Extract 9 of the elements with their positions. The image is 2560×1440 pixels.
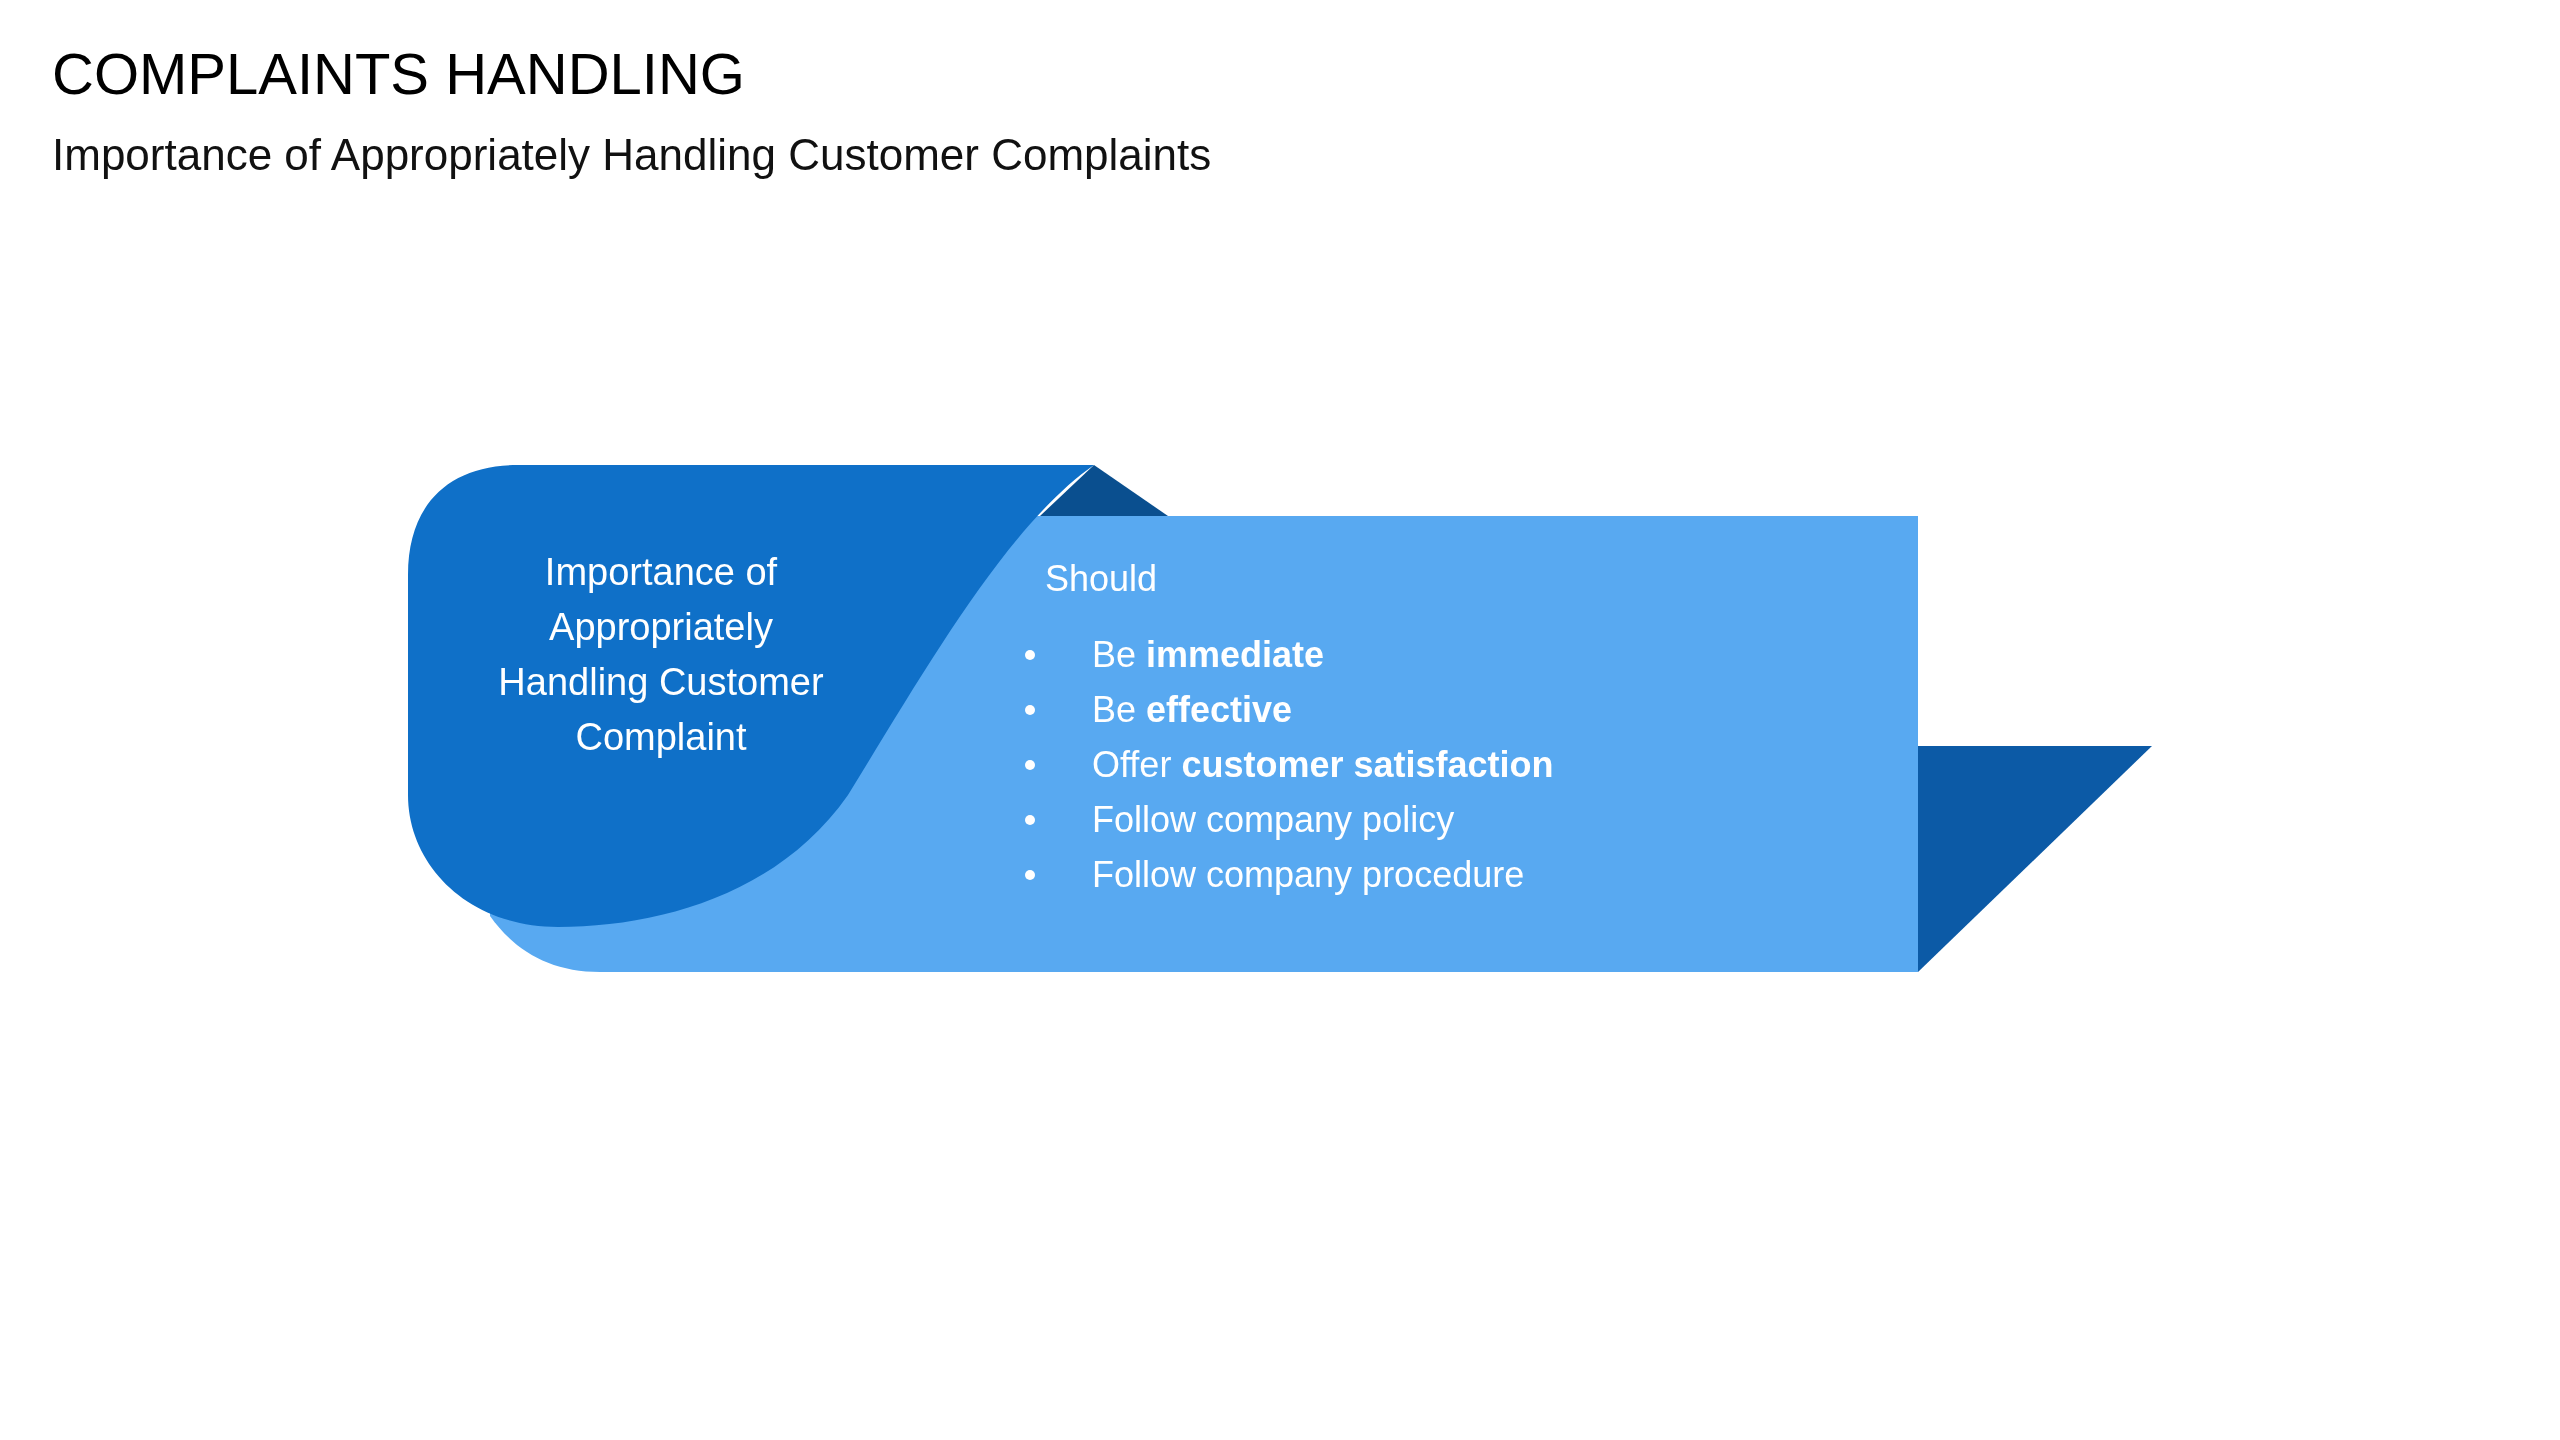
list-item: Follow company policy — [1092, 799, 1455, 840]
list-heading: Should — [1045, 558, 1158, 600]
list-item: Be immediate — [1092, 634, 1325, 675]
list-item: Offer customer satisfaction — [1092, 744, 1554, 785]
slide-subtitle: Importance of Appropriately Handling Customer Complaints — [52, 130, 1212, 180]
list-item: Be effective — [1092, 689, 1293, 730]
list-item: Follow company procedure — [1092, 854, 1525, 895]
slide-title: COMPLAINTS HANDLING — [52, 40, 745, 107]
heading-text: Importance of Appropriately Handling Customer Complaint — [497, 550, 825, 760]
